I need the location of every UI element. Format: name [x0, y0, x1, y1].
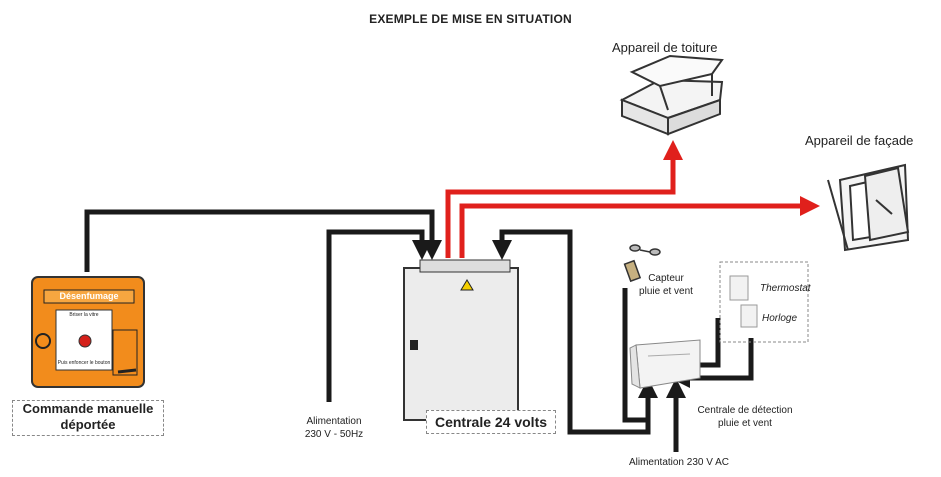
clock-label: Horloge [762, 313, 798, 324]
manual-panel-text2: Puis enfoncer le bouton [57, 360, 111, 366]
thermostat-illustration [729, 275, 749, 301]
central-illustration [403, 259, 519, 421]
page-title: EXEMPLE DE MISE EN SITUATION [369, 12, 572, 26]
power-ac-label: Alimentation 230 V AC [628, 457, 730, 468]
wire-manual-to-central [84, 209, 442, 272]
main-power-line1: Alimentation [306, 416, 362, 427]
main-power-line2: 230 V - 50Hz [304, 429, 364, 440]
wire-central-to-detection [492, 229, 573, 372]
sensor-illustration [623, 244, 661, 283]
roof-device-illustration [619, 54, 724, 136]
thermostat-label: Thermostat [760, 283, 811, 294]
facade-device-illustration [827, 163, 910, 252]
wire-sensor [622, 288, 658, 423]
detection-line2: pluie et vent [718, 418, 772, 429]
facade-device-label: Appareil de façade [805, 133, 914, 148]
manual-panel-text1: Briser la vitre [69, 312, 99, 318]
main-power-label: Alimentation 230 V - 50Hz [298, 415, 370, 441]
wire-to-roof [445, 140, 683, 258]
manual-caption-line2: déportée [60, 417, 116, 432]
wire-main-power [326, 229, 432, 402]
wire-to-facade [459, 196, 820, 258]
red-wires [445, 140, 820, 258]
detection-line1: Centrale de détection [697, 405, 793, 416]
sensor-label: Capteur pluie et vent [630, 272, 702, 298]
thermostat-clock-frame [719, 261, 809, 343]
wire-clock [670, 338, 754, 388]
central-caption: Centrale 24 volts [426, 410, 556, 434]
detection-central-illustration [629, 339, 701, 389]
manual-caption-line1: Commande manuelle [22, 401, 154, 416]
black-wires [84, 209, 754, 452]
detection-central-label: Centrale de détection pluie et vent [690, 404, 800, 430]
roof-device-label: Appareil de toiture [612, 40, 718, 55]
clock-illustration [740, 304, 758, 328]
manual-panel-header: Désenfumage [59, 291, 119, 301]
manual-panel-illustration [31, 276, 145, 388]
sensor-line1: Capteur [648, 273, 684, 284]
manual-command-caption: Commande manuelle déportée [12, 400, 164, 436]
sensor-line2: pluie et vent [639, 286, 693, 297]
